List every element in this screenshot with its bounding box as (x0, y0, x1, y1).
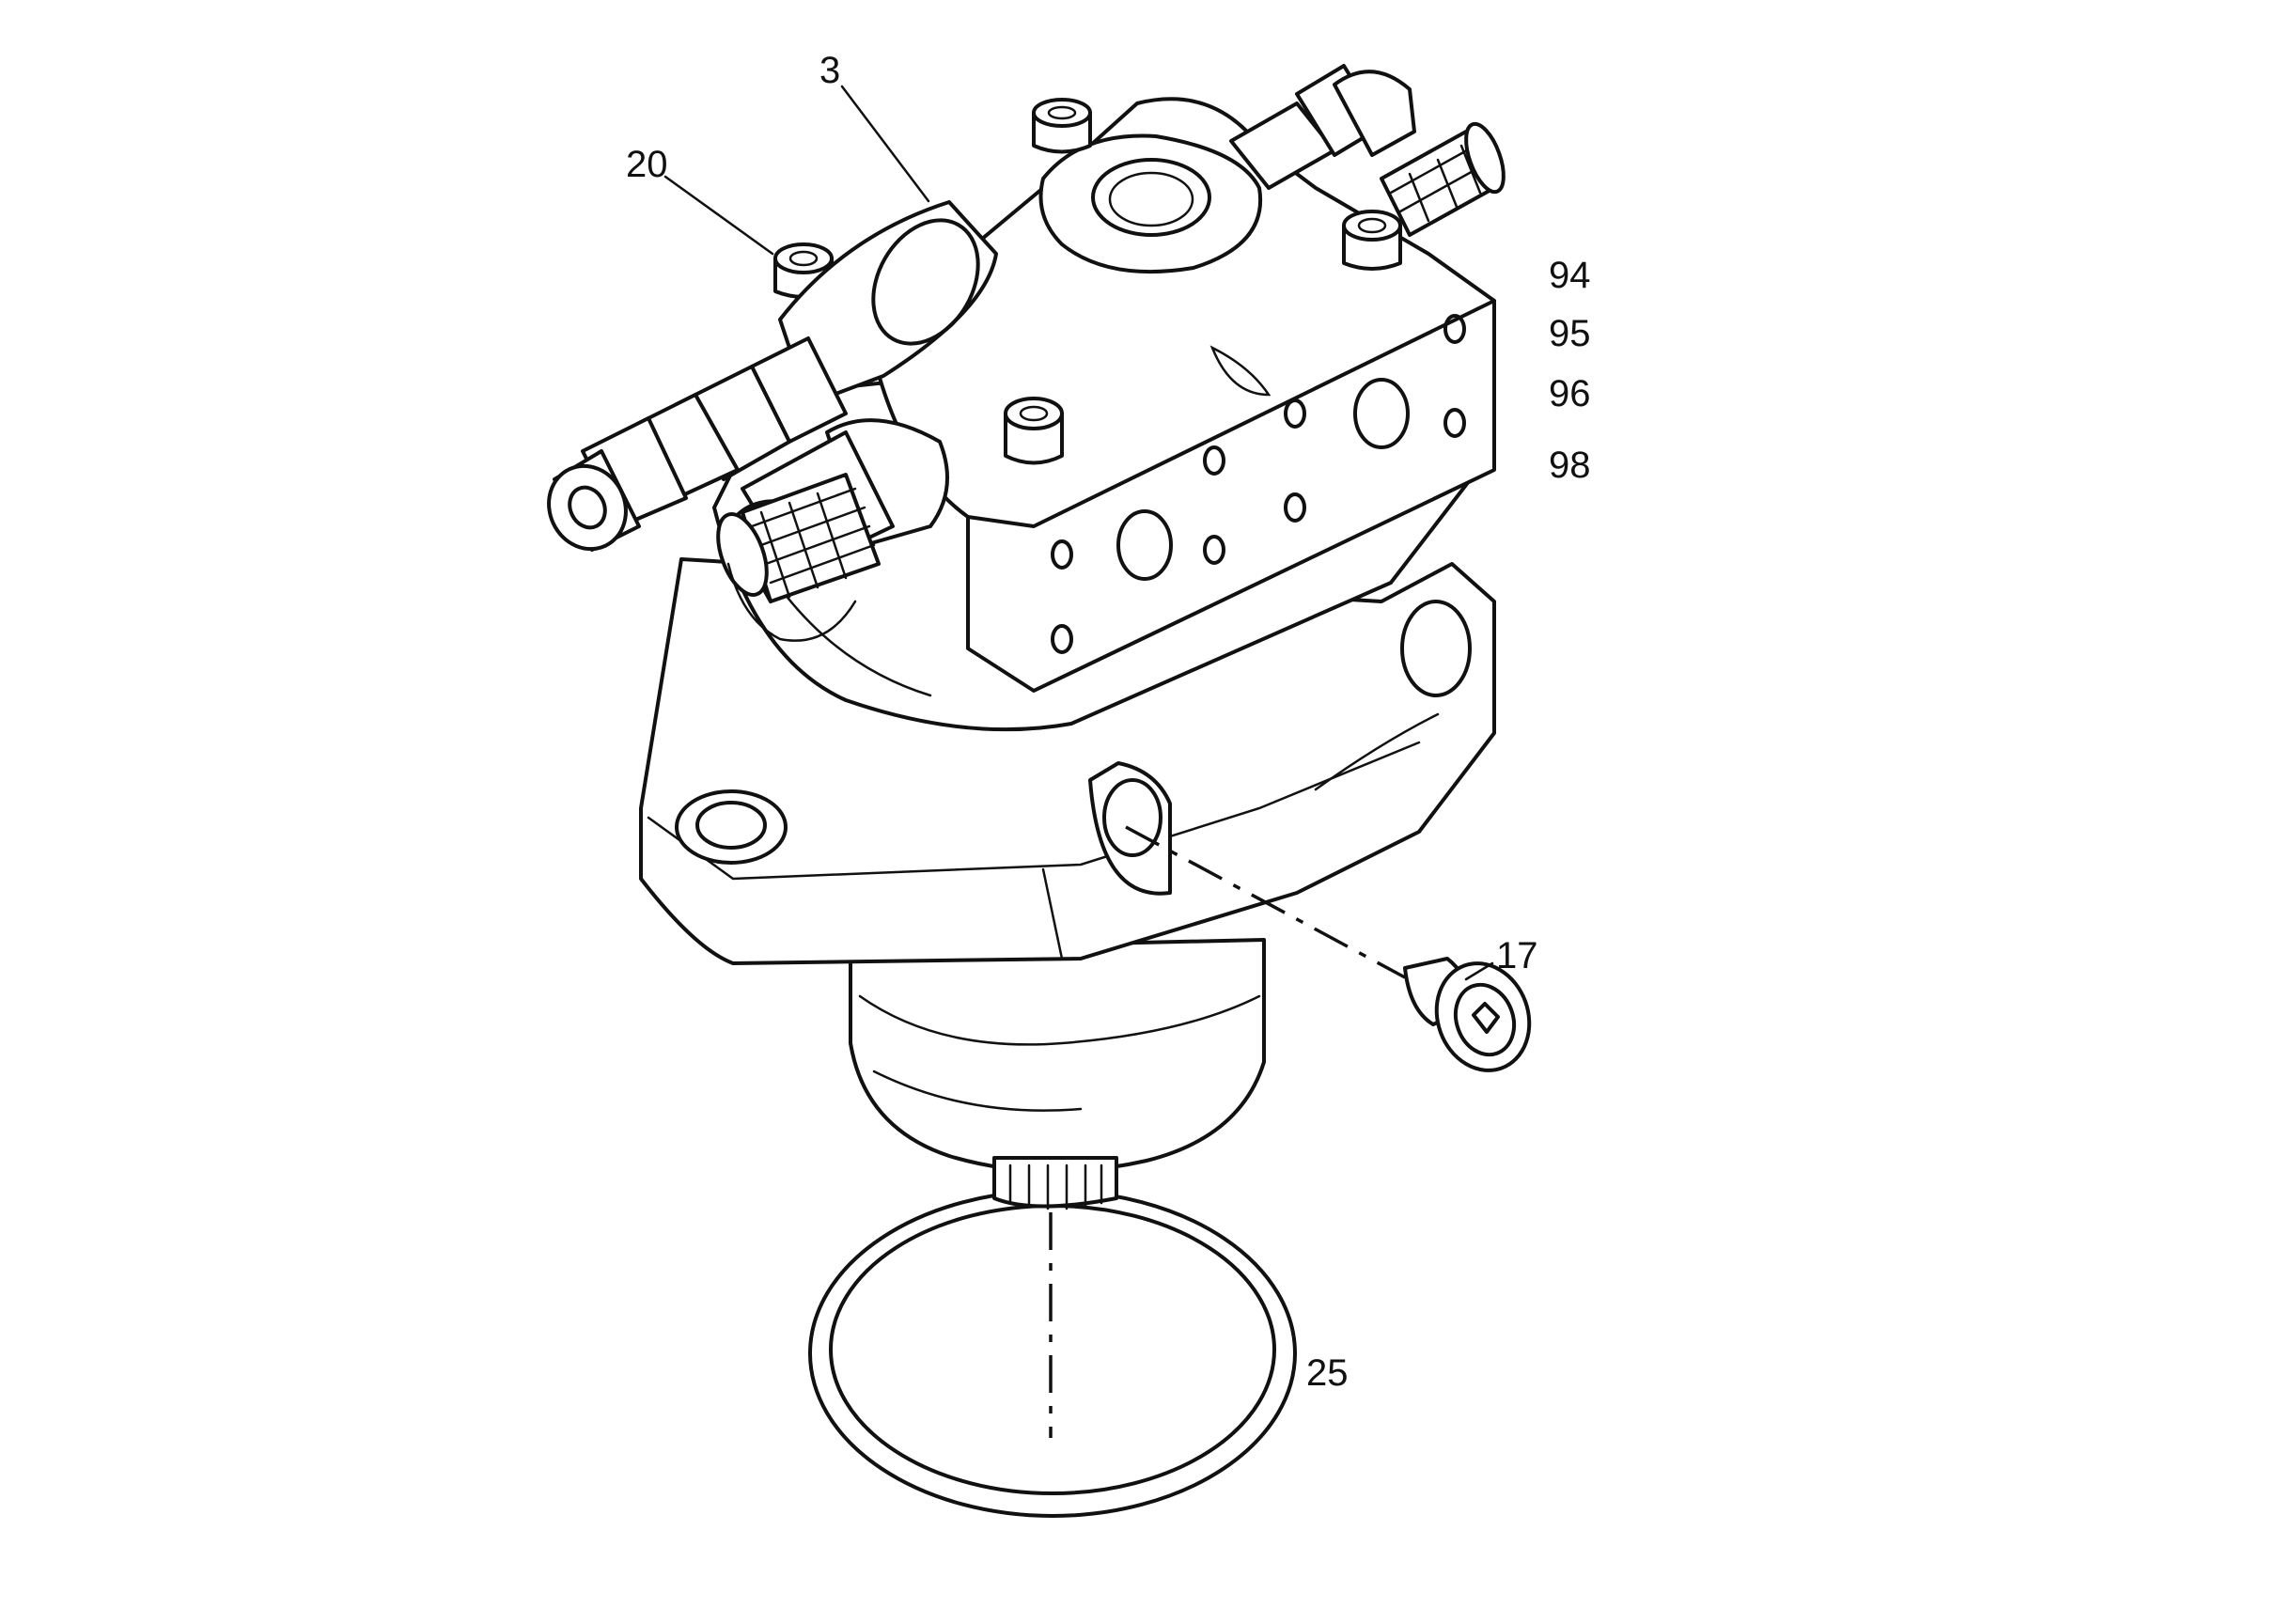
callout-96: 96 (1549, 373, 1591, 414)
callout-25: 25 (1306, 1352, 1349, 1394)
callout-98: 98 (1549, 445, 1591, 486)
callout-20: 20 (626, 144, 668, 185)
test-coupling-rear (1229, 64, 1506, 237)
motor-lower-body (849, 938, 1266, 1174)
leader-line-3 (840, 85, 930, 203)
plug-screw (1403, 957, 1532, 1072)
valve-cartridge (778, 200, 998, 406)
plug-axis-line (1125, 825, 1406, 979)
callout-17: 17 (1496, 935, 1538, 976)
cap-screw-right (1342, 210, 1402, 271)
o-ring (808, 1189, 1297, 1518)
knurled-cap-rear (1380, 121, 1506, 237)
callout-95: 95 (1549, 313, 1591, 354)
cap-screw-top (1004, 397, 1064, 465)
callout-3: 3 (819, 50, 840, 91)
cap-screw-rear (1032, 98, 1092, 154)
splined-shaft (992, 1156, 1118, 1210)
leader-line-20 (663, 175, 774, 256)
callout-94: 94 (1549, 255, 1591, 296)
test-coupling-front (716, 418, 949, 642)
leader-line-17 (1464, 961, 1494, 981)
left-fitting-assembly (547, 336, 848, 552)
